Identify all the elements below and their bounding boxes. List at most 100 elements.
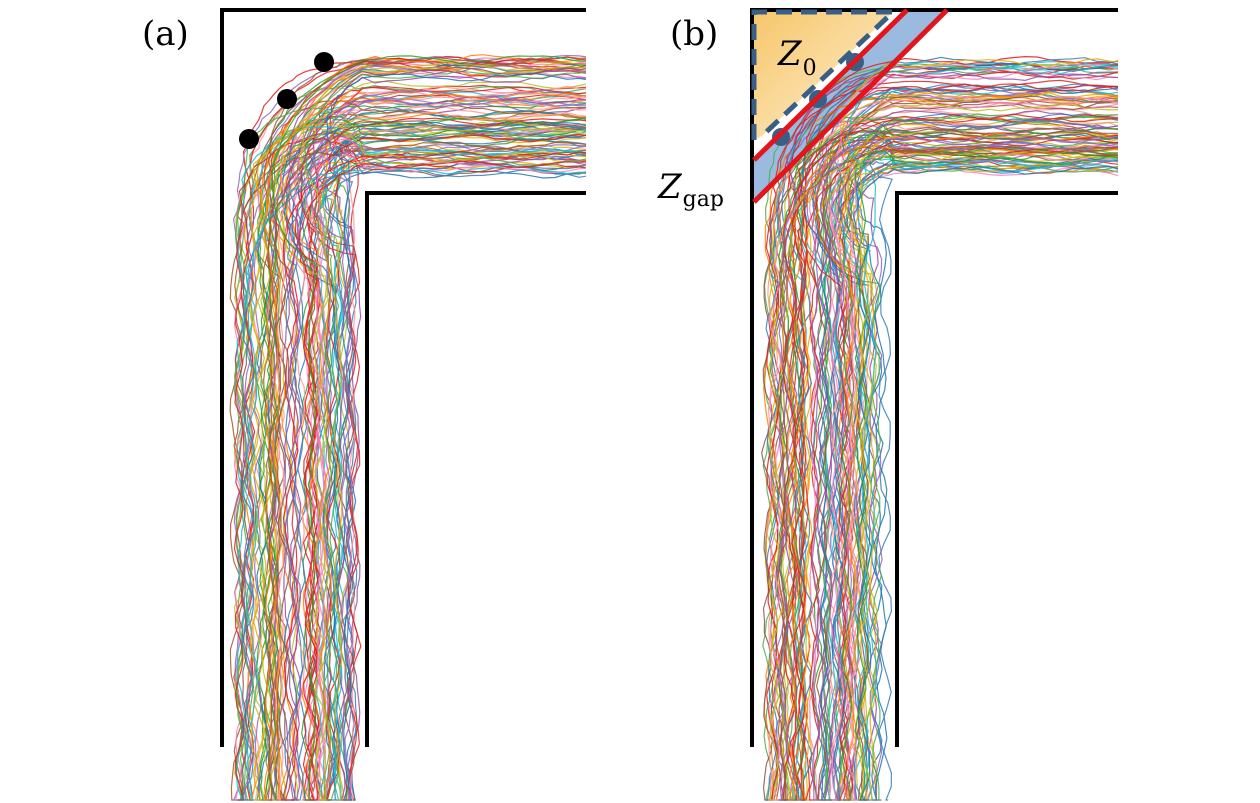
trajectory-line — [287, 65, 586, 801]
trajectory-line — [313, 141, 586, 801]
trajectory-line — [301, 122, 586, 801]
obstacles — [239, 52, 334, 149]
trajectory-line — [262, 100, 586, 801]
zone-z0-border — [751, 9, 900, 140]
trajectory-line — [811, 141, 1118, 801]
trajectories-a — [229, 54, 586, 801]
trajectory-line — [326, 72, 586, 801]
trajectory-line — [318, 147, 586, 801]
trajectory-line — [251, 122, 586, 801]
trajectory-line — [266, 124, 586, 801]
trajectory-line — [796, 62, 1118, 801]
trajectory-line — [253, 144, 586, 801]
obstacle-1 — [239, 129, 259, 149]
trajectory-line — [781, 56, 1118, 801]
trajectory-line — [233, 121, 586, 801]
trajectory-line — [778, 130, 1118, 801]
trajectory-line — [777, 145, 1118, 801]
trajectory-line — [852, 165, 1118, 801]
trajectory-line — [854, 150, 1118, 801]
trajectory-line — [845, 117, 1118, 801]
trajectory-line — [829, 133, 1118, 801]
trajectory-line — [834, 144, 1118, 801]
trajectory-line — [845, 155, 1118, 801]
trajectory-line — [825, 95, 1118, 801]
trajectory-line — [300, 61, 586, 801]
trajectory-line — [240, 169, 586, 801]
gap-boundaries — [752, 8, 949, 204]
zone-gap-sub: gap — [683, 187, 724, 212]
trajectory-line — [309, 154, 586, 801]
trajectory-line — [841, 144, 1118, 801]
trajectory-line — [325, 140, 586, 801]
trajectory-line — [763, 90, 1118, 801]
trajectory-line — [832, 164, 1118, 801]
walls-a — [220, 8, 586, 747]
panel-label-b: (b) — [670, 14, 718, 54]
trajectory-line — [844, 126, 1118, 801]
trajectory-line — [283, 161, 586, 801]
trajectory-line — [830, 160, 1118, 801]
trajectory-line — [840, 134, 1118, 801]
trajectory-line — [829, 95, 1118, 801]
trajectory-line — [332, 153, 586, 801]
trajectory-line — [851, 144, 1118, 801]
trajectory-line — [840, 100, 1118, 801]
trajectory-line — [338, 128, 586, 801]
trajectory-line — [841, 151, 1118, 801]
inner-wall-a — [365, 191, 586, 747]
trajectory-line — [769, 92, 1118, 801]
trajectory-line — [841, 127, 1118, 801]
trajectory-line — [761, 134, 1118, 801]
trajectory-line — [822, 131, 1118, 801]
trajectory-line — [329, 68, 586, 801]
trajectory-line — [244, 98, 586, 801]
trajectory-line — [322, 122, 586, 801]
trajectory-line — [839, 62, 1118, 801]
trajectory-line — [274, 120, 586, 801]
zone-z0-main: Z — [777, 34, 803, 74]
trajectory-line — [300, 86, 586, 801]
trajectory-line — [841, 58, 1118, 801]
trajectory-line — [335, 127, 586, 801]
zone-gap-label: Zgap — [657, 167, 724, 212]
trajectory-line — [846, 65, 1118, 801]
trajectory-line — [239, 84, 586, 801]
trajectory-line — [849, 167, 1118, 801]
trajectory-line — [841, 69, 1118, 801]
trajectory-line — [260, 85, 586, 801]
trajectory-line — [768, 150, 1118, 801]
trajectory-line — [821, 71, 1118, 801]
trajectory-line — [791, 113, 1118, 801]
trajectory-line — [808, 102, 1118, 801]
trajectory-line — [292, 96, 586, 801]
trajectory-line — [821, 157, 1118, 801]
trajectory-line — [816, 118, 1118, 801]
trajectory-line — [800, 62, 1118, 801]
trajectory-line — [332, 123, 586, 801]
trajectory-line — [822, 127, 1118, 801]
trajectory-line — [855, 132, 1118, 801]
zone-z0-sub: 0 — [803, 56, 817, 81]
trajectory-line — [338, 98, 586, 801]
trajectory-line — [322, 148, 586, 801]
zone-gap-main: Z — [657, 167, 683, 207]
trajectory-line — [324, 89, 586, 801]
panel-label-a: (a) — [142, 14, 189, 54]
trajectory-line — [826, 124, 1118, 801]
trajectory-line — [267, 56, 586, 801]
trajectory-line — [821, 110, 1118, 801]
trajectory-line — [834, 116, 1118, 801]
panel-a: (a) — [142, 8, 586, 801]
trajectory-line — [315, 105, 586, 801]
trajectory-line — [254, 99, 586, 801]
trajectory-line — [852, 161, 1118, 801]
trajectory-line — [834, 119, 1118, 801]
trajectory-line — [270, 55, 586, 801]
trajectory-line — [277, 111, 586, 801]
trajectory-line — [326, 117, 586, 801]
trajectory-line — [825, 145, 1118, 801]
trajectory-line — [822, 93, 1118, 801]
trajectory-line — [313, 170, 586, 801]
